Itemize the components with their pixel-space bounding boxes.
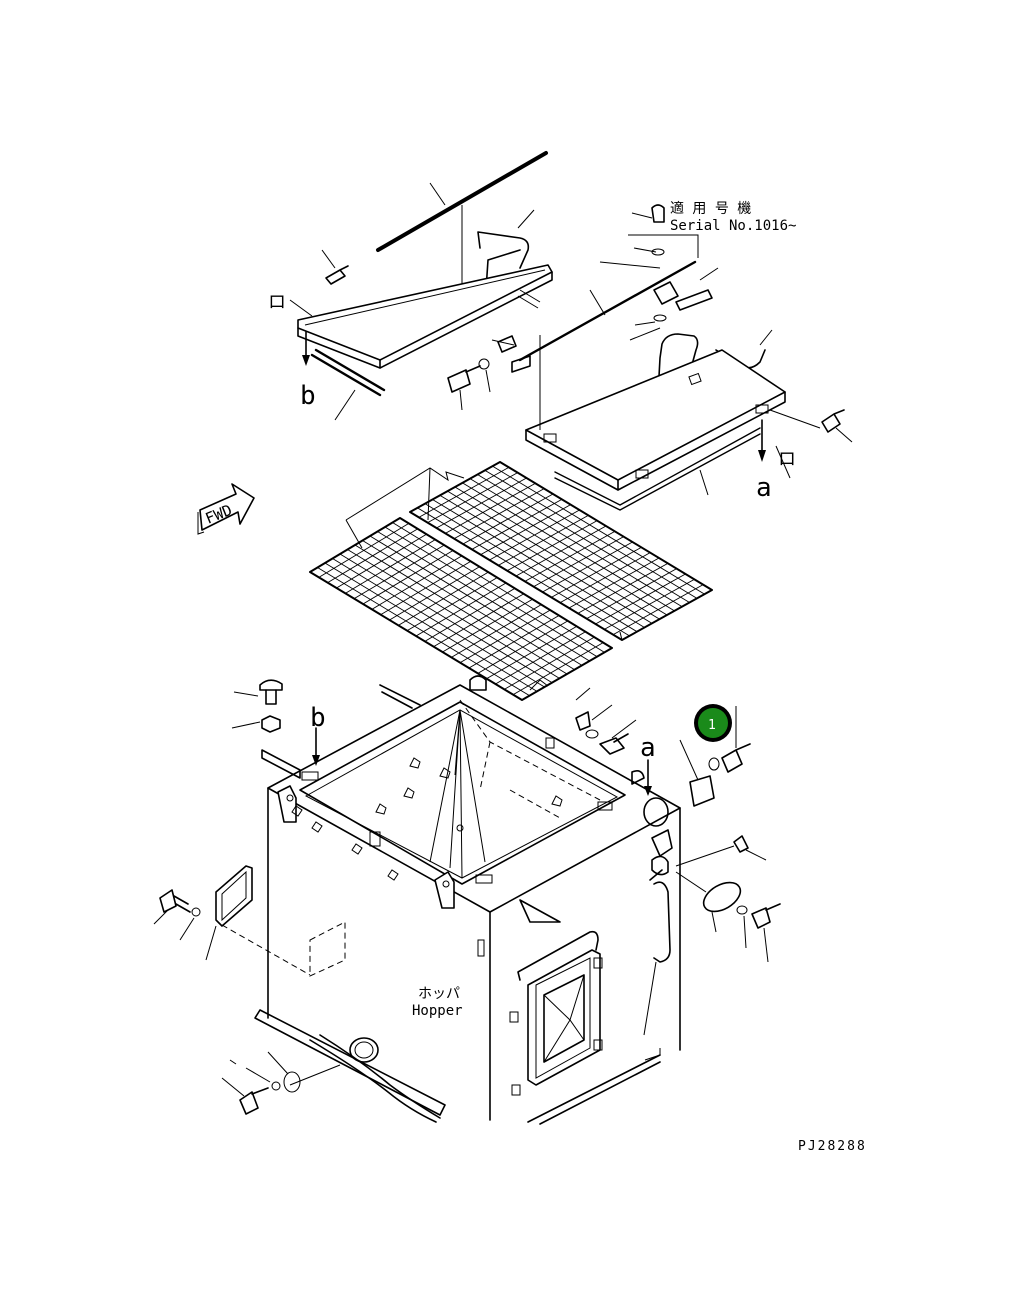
- ref-b-top: b: [300, 381, 316, 411]
- left-cover-assembly: ロ b: [268, 151, 553, 421]
- screen-mesh-front: [309, 517, 613, 701]
- serial-note-jp: 適 用 号 機: [670, 200, 751, 217]
- hopper-label-en: Hopper: [412, 1003, 463, 1019]
- ref-ro-right: ロ: [778, 449, 796, 470]
- screen-mesh-rear: [409, 461, 713, 641]
- hopper-body: ホッパ Hopper: [215, 675, 681, 1125]
- fwd-arrow-icon: FWD: [197, 483, 255, 535]
- fwd-label: FWD: [203, 501, 235, 528]
- hopper-label-jp: ホッパ: [418, 986, 460, 1002]
- hardware-left: [153, 679, 301, 1115]
- screen-mesh-assembly: [309, 461, 713, 701]
- drawing-number: PJ28288: [798, 1139, 867, 1154]
- ref-a-top: a: [756, 473, 772, 503]
- callout-number: 1: [708, 718, 716, 733]
- side-door: [509, 930, 603, 1096]
- ref-b-body: b: [310, 703, 326, 733]
- ref-ro-left: ロ: [268, 292, 286, 313]
- ref-a-body: a: [640, 733, 656, 763]
- callout-1[interactable]: 1: [694, 704, 732, 742]
- right-cover-assembly: 適 用 号 機 Serial No.1016~: [447, 200, 853, 511]
- reference-arrows: b a: [310, 703, 656, 796]
- serial-note-en: Serial No.1016~: [670, 218, 796, 234]
- hardware-right: 1: [575, 687, 781, 963]
